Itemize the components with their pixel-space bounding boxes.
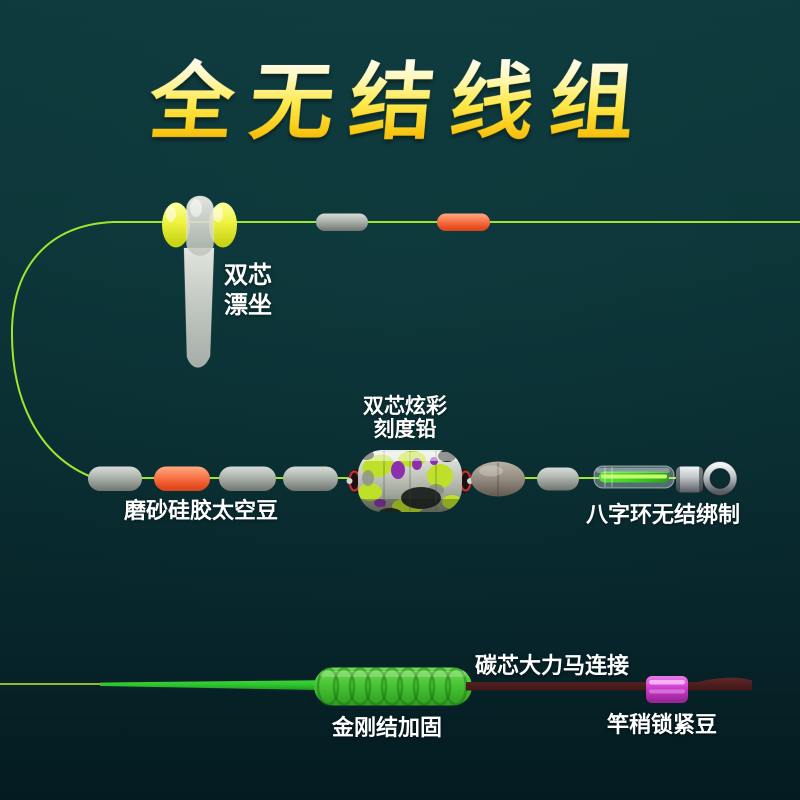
page-title: 全无结线组 (0, 55, 800, 149)
space-bean-1 (88, 466, 142, 491)
space-bean-4 (283, 466, 338, 491)
label-space-beans: 磨砂硅胶太空豆 (124, 498, 279, 523)
float-seat (162, 195, 237, 368)
label-knot: 金刚结加固 (332, 715, 443, 740)
float-seat-bead-left (162, 202, 190, 248)
space-bean-5 (537, 467, 579, 491)
main-line (10, 221, 800, 479)
label-scale-lead: 双芯炫彩 刻度铅 (363, 395, 447, 441)
olive-bead (471, 461, 525, 497)
swivel-barrel (676, 466, 703, 493)
float-seat-stem (183, 247, 215, 368)
label-float-seat: 双芯 漂坐 (224, 262, 272, 319)
scale-lead (346, 450, 473, 512)
tip-lock-bead (646, 676, 688, 703)
space-bean-3 (219, 466, 276, 491)
rod-tip (100, 680, 318, 690)
label-swivel: 八字环无结绑制 (586, 502, 741, 527)
swivel-ring (703, 461, 737, 496)
top-space-bean-gray (316, 213, 368, 231)
label-tip-lock-bead: 竿稍锁紧豆 (607, 712, 718, 737)
space-bean-2-orange (154, 466, 210, 491)
top-space-bean-orange (437, 213, 490, 231)
label-braid-connection: 碳芯大力马连接 (475, 653, 630, 678)
knotless-sleeve (593, 465, 675, 489)
figure8-swivel (676, 460, 738, 497)
knot-wrap (314, 667, 472, 706)
